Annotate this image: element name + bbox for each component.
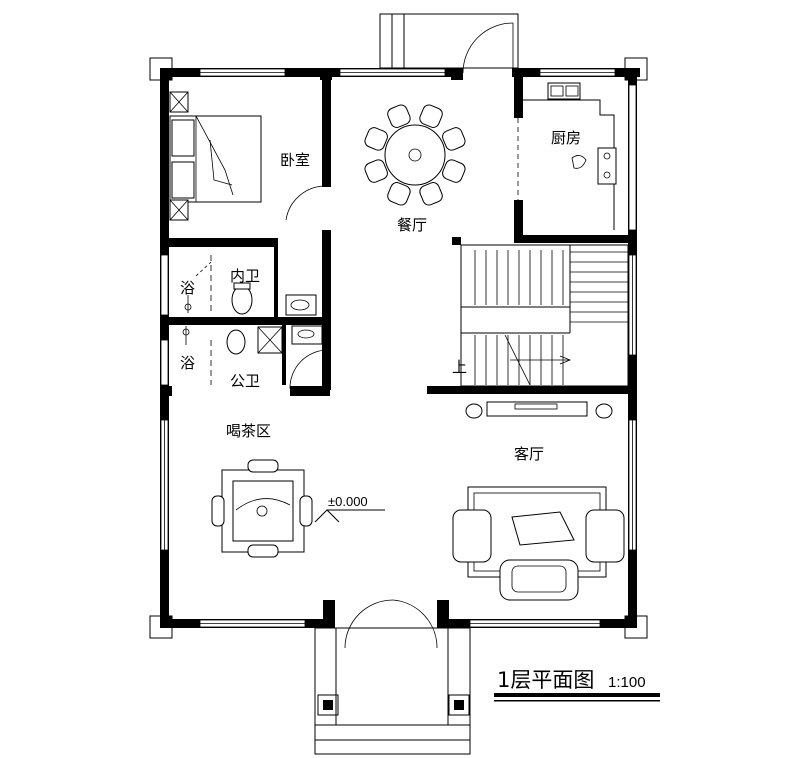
room-label-dining: 餐厅 (397, 216, 427, 234)
dining-chair (364, 159, 388, 183)
dining-chair (419, 104, 443, 128)
stair-up-label: 上 (452, 358, 467, 376)
dining-chair (364, 127, 388, 151)
room-label-tea-area: 喝茶区 (226, 422, 271, 440)
dining-chair (387, 104, 411, 128)
dining-chair (442, 127, 466, 151)
interior-walls (160, 68, 637, 628)
corner-columns (149, 57, 648, 639)
room-label-inner-bath: 内卫 (230, 267, 260, 285)
room-label-public-bath: 公卫 (230, 372, 260, 390)
dining-chair (419, 182, 443, 206)
doors (195, 22, 519, 649)
room-labels: 卧室 餐厅 厨房 内卫 浴 浴 公卫 喝茶区 客厅 上 (180, 129, 581, 463)
kitchen-fixtures (523, 82, 617, 230)
room-label-bath-lower: 浴 (180, 354, 195, 372)
living-room-set (452, 401, 625, 601)
tea-table-set (211, 459, 313, 558)
room-label-living: 客厅 (514, 445, 544, 463)
room-label-bedroom: 卧室 (280, 151, 310, 169)
front-porch (314, 627, 471, 755)
dining-chair (442, 159, 466, 183)
dining-chair (387, 182, 411, 206)
drawing-title: 1层平面图 (497, 668, 594, 692)
room-label-kitchen: 厨房 (551, 129, 581, 147)
room-label-bath-upper: 浴 (180, 279, 195, 297)
bed (169, 91, 262, 221)
drawing-scale: 1:100 (608, 674, 646, 691)
title-block: 1层平面图 1:100 (494, 668, 660, 702)
dining-table (364, 104, 466, 206)
windows (160, 68, 637, 628)
bath-fixtures (182, 282, 323, 355)
rear-entry (379, 13, 519, 69)
level-mark-label: ±0.000 (328, 494, 368, 509)
level-marker: ±0.000 (314, 494, 385, 523)
stairs (460, 244, 629, 387)
